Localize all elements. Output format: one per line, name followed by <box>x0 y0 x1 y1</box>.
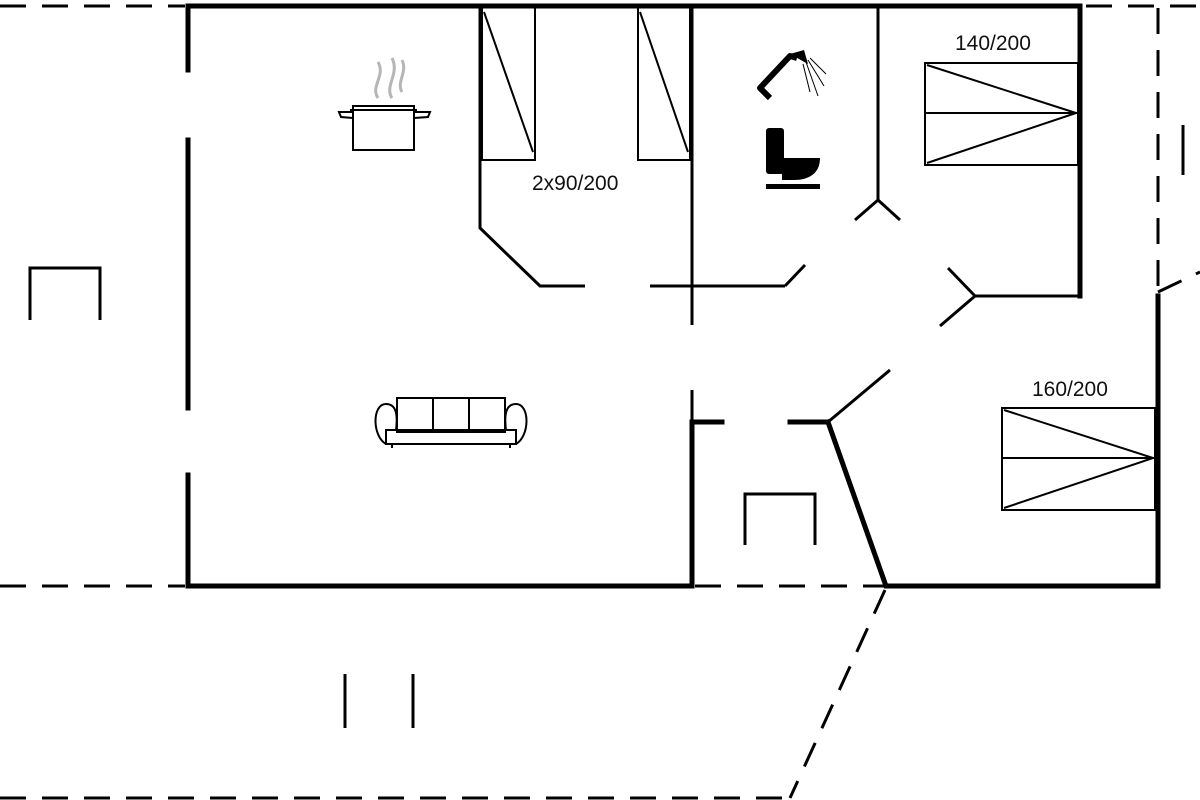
bed-label-140: 140/200 <box>955 32 1031 55</box>
shower-icon <box>757 50 827 101</box>
sofa-icon <box>374 397 528 448</box>
exterior-walls <box>185 3 1161 589</box>
bed-double-160 <box>1001 407 1156 511</box>
toilet-icon <box>766 128 820 189</box>
cooking-pot-icon <box>337 57 432 151</box>
bed-single-left <box>481 8 536 161</box>
bed-double-140 <box>924 62 1079 166</box>
terrace-outline <box>0 4 1200 800</box>
interior-walls <box>478 8 977 424</box>
bed-label-160: 160/200 <box>1032 378 1108 401</box>
outdoor-bench <box>28 266 102 320</box>
bed-single-right <box>637 8 691 161</box>
table-icon <box>743 492 817 545</box>
bed-label-2x90: 2x90/200 <box>532 172 618 195</box>
